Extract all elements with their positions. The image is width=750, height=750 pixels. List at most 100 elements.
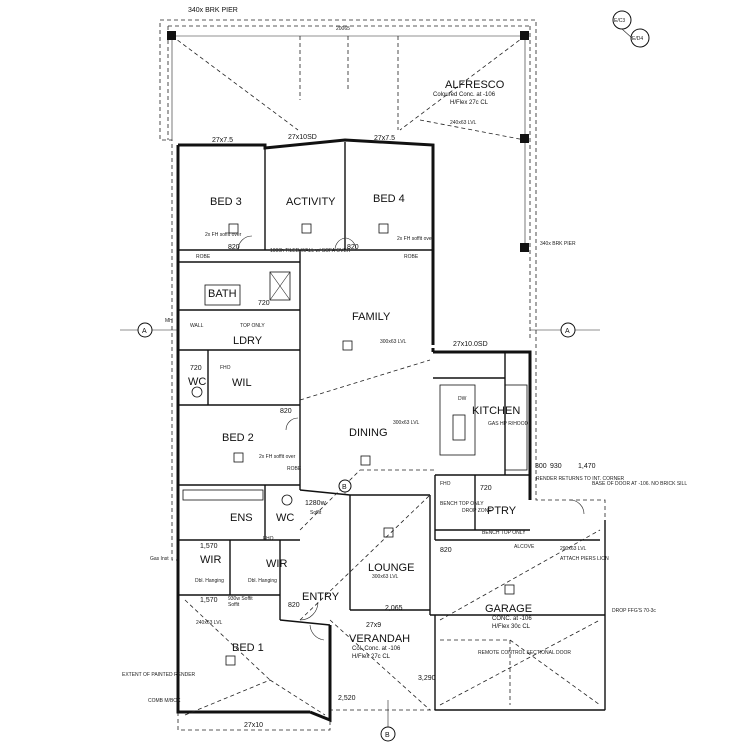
room-label-garage: GARAGE: [485, 603, 532, 615]
note-text: TOP ONLY: [240, 323, 265, 329]
dim-label: 720: [480, 485, 492, 492]
note-text: ROBE: [287, 466, 302, 472]
note-text: DROP ZONE: [462, 508, 492, 514]
note-text: 930w Soffit: [228, 596, 253, 602]
note-text: GAS HP R/HOOD: [488, 421, 529, 427]
reference-label: E/C3: [614, 18, 625, 24]
lintel-label: 300x63 LVL: [380, 339, 407, 345]
note-text: ROBE: [404, 254, 419, 260]
note-text: ROBE: [196, 254, 211, 260]
dim-label: 300: [535, 463, 547, 470]
section-marker-b: [338, 479, 396, 742]
dim-label: 2,065: [385, 605, 403, 612]
room-label-ens: ENS: [230, 512, 253, 524]
room-label-wir1: WIR: [200, 554, 221, 566]
note-text: FHO: [263, 536, 274, 542]
lintel-label: 290x63 LVL: [560, 546, 587, 552]
dim-label: 27x10: [244, 722, 263, 729]
door-swings: [237, 235, 585, 641]
room-label-activity: ACTIVITY: [286, 196, 336, 208]
dim-label: 340x BRK PIER: [188, 7, 238, 14]
dim-label: 1,570: [200, 597, 218, 604]
garage-roof-lines: [439, 529, 601, 706]
alfresco-note: Coloured Conc. at -106: [433, 92, 496, 98]
dim-label: 720: [258, 300, 270, 307]
note-text: ALCOVE: [514, 544, 535, 550]
bed1-roof-lines: [184, 599, 326, 716]
bath-tub: [204, 284, 241, 306]
dim-label: 820: [280, 408, 292, 415]
dim-label: 27x7.5: [212, 137, 233, 144]
dim-label: 3,290: [418, 675, 436, 682]
note-text: WALL: [190, 323, 204, 329]
room-label-verandah: VERANDAH: [349, 633, 410, 645]
section-label: A: [142, 328, 147, 335]
kitchen-sink: [452, 414, 466, 441]
verandah-note: H/Flex 27c CL: [352, 654, 391, 660]
room-label-kitchen: KITCHEN: [472, 405, 520, 417]
dim-label: 820: [228, 244, 240, 251]
garage-note: CONC. at -106: [492, 616, 532, 622]
note-text: Soffit: [310, 510, 322, 516]
kitchen-island: [439, 384, 476, 456]
note-text: FHO: [220, 365, 231, 371]
room-label-family: FAMILY: [352, 311, 391, 323]
toilet-icon: [191, 386, 203, 398]
ens-vanity: [182, 489, 264, 501]
roof-outline: [159, 19, 606, 731]
room-label-bed2: BED 2: [222, 432, 254, 444]
note-text: 2x FH soffit over: [397, 236, 434, 242]
note-text: ATTACH PIERS LION: [560, 556, 609, 562]
note-text: BENCH TOP ONLY: [440, 501, 484, 507]
dim-label: 340x BRK PIER: [540, 241, 576, 247]
room-label-wir2: WIR: [266, 558, 287, 570]
brick-pier: [520, 31, 529, 40]
dim-label: 1280w: [305, 500, 327, 507]
note-text: EXTENT OF PAINTED RENDER: [122, 672, 196, 678]
note-text: 1000h TILED WALL w/ SOFA OVER: [270, 248, 351, 254]
brick-pier: [520, 134, 529, 143]
note-text: Dbl. Hanging: [195, 578, 224, 584]
kitchen-bench: [504, 384, 528, 471]
alfresco-hip-lines: [171, 35, 526, 250]
room-label-dining: DINING: [349, 427, 388, 439]
dim-label: 27x10.0SD: [453, 341, 488, 348]
reference-marker: [630, 28, 650, 48]
room-label-alfresco: ALFRESCO: [445, 79, 505, 91]
dim-label: 720: [190, 365, 202, 372]
lintel-label: 300x63 LVL: [393, 420, 420, 426]
garage-note: H/Flex 30c CL: [492, 624, 531, 630]
dim-label: 27x7.5: [374, 135, 395, 142]
internal-walls: [178, 142, 606, 711]
note-text: RENDER RETURNS TO INT. CORNER: [536, 476, 625, 482]
room-label-bath: BATH: [208, 288, 237, 300]
room-label-wc: WC: [188, 376, 206, 388]
section-label: B: [342, 484, 347, 491]
lintel-label: 300x63 LVL: [372, 574, 399, 580]
dim-label: 27x9: [366, 622, 381, 629]
room-label-wil: WIL: [232, 377, 252, 389]
note-text: 2x FH soffit over: [205, 232, 242, 238]
note-text: BENCH TOP ONLY: [482, 530, 526, 536]
note-text: Dbl. Hanging: [248, 578, 277, 584]
note-text: Soffit: [228, 602, 240, 608]
dim-label: 27x10SD: [288, 134, 317, 141]
section-marker-a: [120, 322, 600, 338]
dim-label: 930: [550, 463, 562, 470]
alfresco-note: H/Flex 27c CL: [450, 100, 489, 106]
room-label-bed3: BED 3: [210, 196, 242, 208]
note-text: DROP FFG'S 70-3c: [612, 608, 656, 614]
room-label-entry: ENTRY: [302, 591, 340, 603]
note-text: REMOTE CONTROL SECTIONAL DOOR: [478, 650, 571, 656]
external-walls: [176, 138, 532, 723]
dim-label: 1,570: [200, 543, 218, 550]
note-text: FHO: [440, 481, 451, 487]
room-label-bed1: BED 1: [232, 642, 264, 654]
lounge-roof-lines: [299, 359, 435, 711]
note-text: DW: [458, 396, 467, 402]
dim-label: 820: [347, 244, 359, 251]
room-label-lounge: LOUNGE: [368, 562, 414, 574]
dim-label: 1,470: [578, 463, 596, 470]
lintel-label: 240x63 LVL: [196, 620, 223, 626]
